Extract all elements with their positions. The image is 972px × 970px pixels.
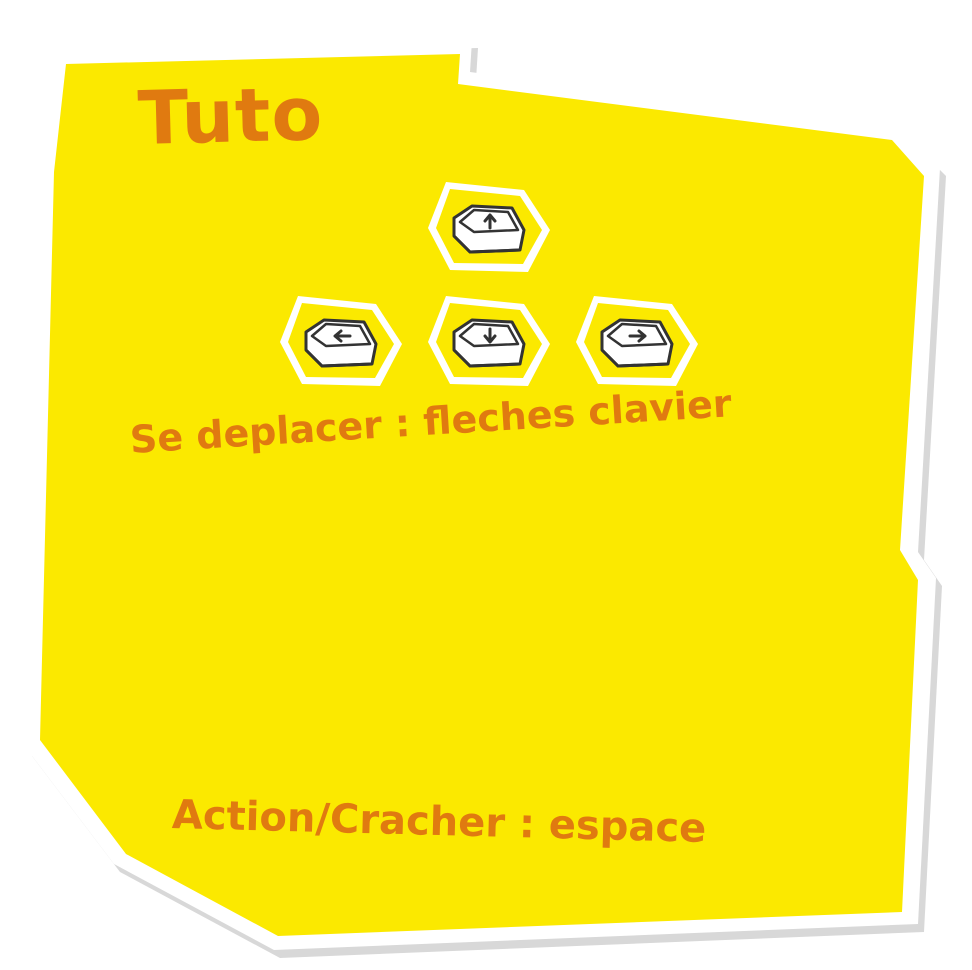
arrow-up-key-icon [424,178,554,278]
page-title: Tuto [136,71,325,162]
arrow-down-key-icon [424,292,554,392]
arrow-left-key-icon [276,292,406,392]
arrow-right-key-icon [572,292,702,392]
